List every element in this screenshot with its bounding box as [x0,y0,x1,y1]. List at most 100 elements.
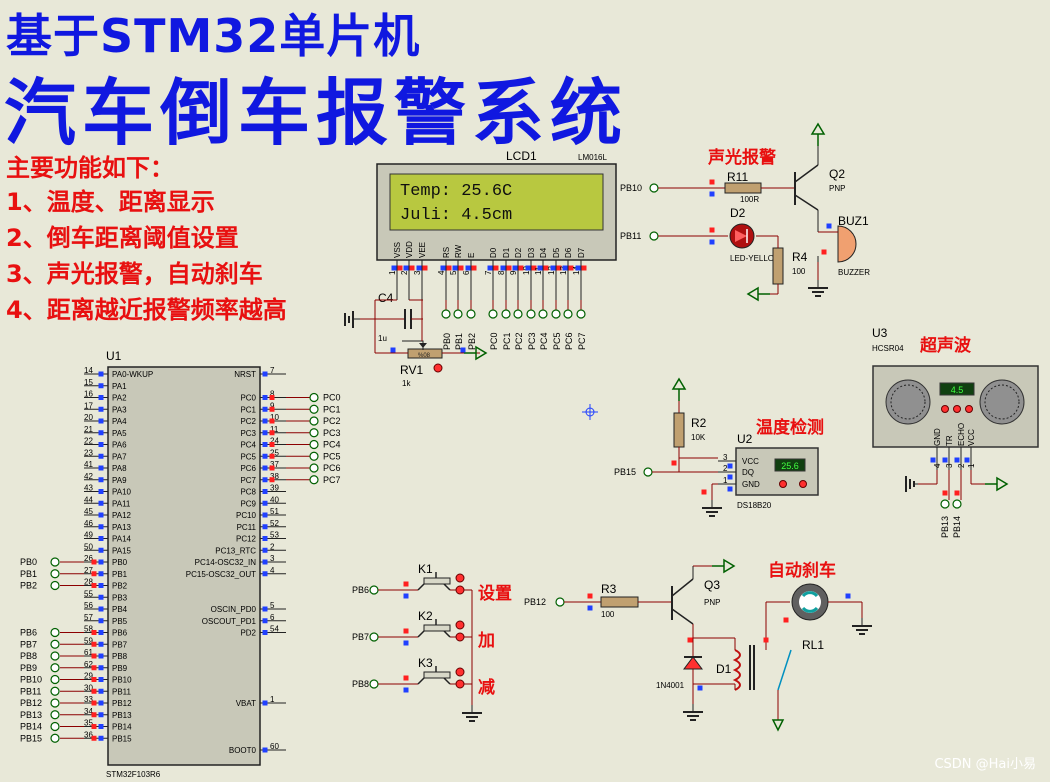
mcu-net-terminal[interactable] [309,428,319,438]
mcu-pin-name: VBAT [236,699,256,708]
mcu-pin-marker [262,395,268,400]
lcd-net-terminal[interactable] [551,309,561,319]
mcu-pin-name: PA4 [112,417,127,426]
feature-4: 4、距离越近报警频率越高 [6,296,287,324]
feature-1: 1、温度、距离显示 [6,188,215,216]
lcd-net-terminal[interactable] [453,309,463,319]
mcu-pin-num: 50 [84,542,93,551]
mcu-pin-num: 11 [270,425,279,434]
mcu-net-terminal[interactable] [50,733,60,743]
key-contact [443,630,451,638]
key-net-terminal[interactable] [369,679,379,689]
mcu-net-terminal[interactable] [309,463,319,473]
pb15-terminal[interactable] [643,467,653,477]
pin-marker [587,593,593,599]
pin-marker [460,347,466,353]
lcd-net-terminal[interactable] [576,309,586,319]
key-net-terminal[interactable] [369,585,379,595]
key-actuator [423,624,451,632]
mcu-pin-name: PB3 [112,593,128,602]
mcu-net-terminal[interactable] [50,639,60,649]
mcu-net-terminal[interactable] [50,580,60,591]
mcu-net-terminal[interactable] [309,451,319,461]
mcu-pin-marker [262,571,268,577]
pin-marker [709,227,715,233]
lcd-net-terminal[interactable] [501,309,511,319]
mcu-pin-marker [91,688,97,694]
lcd-pin-num: 2 [400,270,409,275]
alarm-section[interactable]: 声光报警 R11 100R Q2 PNP D2 LED-YELLOW R4 10… [620,122,870,302]
mcu-net-label: PC3 [323,428,341,438]
brake-section[interactable]: 自动刹车 R3 100 Q3 PNP D1 1N4001 RL1 PB12 [524,558,872,732]
key-net-terminal[interactable] [369,632,379,642]
temp-section[interactable]: 温度检测 R2 10K U2 DS18B20 25.6 VCC3DQ2GND1P… [614,377,824,517]
mcu-pin-num: 15 [84,378,93,387]
pin-marker [845,593,851,599]
mcu-pin-num: 52 [270,519,279,528]
c4-ref: C4 [378,291,394,305]
rv1-potentiometer[interactable]: %08 RV1 1k [375,340,472,388]
lcd-ctrl-net: PB0 [442,333,452,350]
mcu-net-terminal[interactable] [50,698,60,708]
mcu-pin-num: 45 [84,507,93,516]
pb13-terminal[interactable] [940,499,950,509]
mcu-pin-name: PB14 [112,723,132,732]
mcu-net-label: PC0 [323,393,341,403]
c4-capacitor[interactable]: C4 1u [344,291,423,343]
mcu-net-terminal[interactable] [309,416,319,426]
mcu-net-label: PC5 [323,451,341,461]
mcu-net-terminal[interactable] [309,392,319,403]
mcu-net-terminal[interactable] [50,663,60,673]
lcd-pin-marker [500,265,506,271]
pb11-terminal[interactable] [649,231,659,241]
mcu-pin-marker [98,500,104,506]
lcd-net-terminal[interactable] [466,309,476,319]
lcd-module[interactable]: Temp: 25.6C Juli: 4.5cm LCD1 LM016L VSS1… [376,149,617,300]
mcu-pin-name: PA6 [112,441,127,450]
key-actuator [423,577,451,585]
mcu-net-terminal[interactable] [50,686,60,696]
pb14-terminal[interactable] [952,499,962,509]
mcu-net-terminal[interactable] [50,651,60,661]
lcd-net-terminal[interactable] [513,309,523,319]
mcu-pin-marker [98,665,104,671]
lcd-data-net: PC2 [514,332,524,350]
lcd-net-terminal[interactable] [563,309,573,319]
mcu-pin-marker [98,430,104,436]
mcu-net-terminal[interactable] [309,404,319,414]
mcu-net-label: PC1 [323,404,341,414]
lcd-net-terminal[interactable] [441,309,451,319]
mcu-pin-marker [269,395,275,400]
lcd-net-terminal[interactable] [526,309,536,319]
mcu-net-terminal[interactable] [309,475,319,485]
mcu-pin-marker [269,430,275,436]
mcu-net-terminal[interactable] [309,439,319,450]
mcu-net-terminal[interactable] [50,627,60,638]
mcu-pin-num: 58 [84,625,93,634]
mcu-pin-marker [262,489,268,494]
lcd-net-terminal[interactable] [488,309,498,319]
mcu-net-terminal[interactable] [50,557,60,567]
mcu-net-terminal[interactable] [50,569,60,579]
pin-marker [930,457,936,463]
pb10-terminal[interactable] [649,183,659,193]
mcu-net-terminal[interactable] [50,674,60,685]
lcd-net-terminal[interactable] [538,309,548,319]
lcd-pin-marker [550,265,556,271]
lcd-data-net: PC3 [527,332,537,350]
mcu-pin-name: PC11 [237,523,257,532]
lcd-ctrl-net: PB1 [454,333,464,350]
pb12-terminal[interactable] [555,597,565,607]
d2-value: LED-YELLOW [730,254,782,263]
mcu-net-terminal[interactable] [50,710,60,720]
lcd-pin-marker [575,265,581,271]
mcu-net-terminal[interactable] [50,721,60,732]
